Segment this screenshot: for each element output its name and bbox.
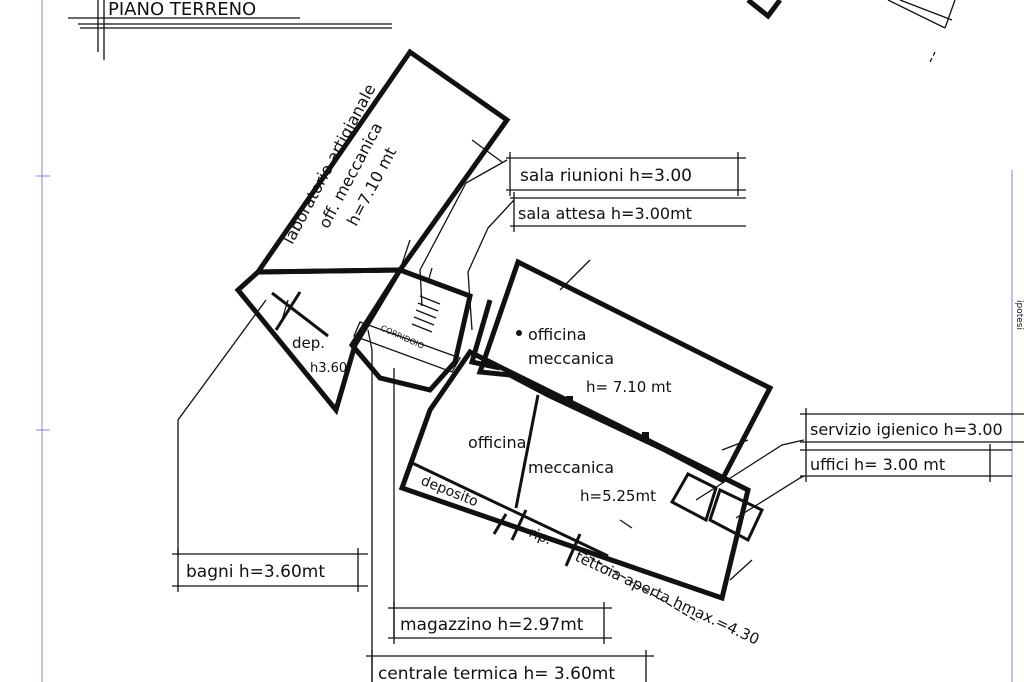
sala-attesa-leader: [467, 199, 515, 331]
sala-riunioni-label: sala riunioni h=3.00: [520, 166, 692, 186]
rip-wall-left: [510, 509, 528, 541]
dim-tick-c: [729, 559, 753, 581]
uffici-leader: [735, 475, 805, 519]
dim-tick-b: [721, 439, 749, 451]
servizio-igienico-box: [669, 472, 718, 523]
officina-lower-outline: [398, 348, 751, 602]
top-right-edge-3: [944, 0, 956, 29]
officina-b-label-line1: officina: [468, 433, 526, 452]
sala-riunioni-callout: sala riunioni h=3.00: [506, 152, 746, 196]
top-right-edge-2: [899, 0, 953, 21]
pillar-2: [642, 432, 649, 439]
corridoio-label: CORRIDOIO: [379, 324, 425, 351]
pillar-3: [516, 330, 522, 336]
servizio-igienico-label: servizio igienico h=3.00: [810, 420, 1003, 439]
tettoia-label: tettoia aperta hmax.=4.30: [572, 547, 762, 648]
officina-b-height: h=5.25mt: [580, 487, 656, 505]
pillar-1: [566, 396, 573, 403]
servizio-igienico-callout: servizio igienico h=3.00: [800, 408, 1024, 448]
uffici-callout: uffici h= 3.00 mt: [800, 444, 1012, 482]
dep-height-label: h3.60: [310, 361, 347, 376]
sala-attesa-label: sala attesa h=3.00mt: [518, 204, 692, 223]
magazzino-label: magazzino h=2.97mt: [400, 615, 584, 635]
laboratorio-label-group: laboratorio artigianale off. meccanica h…: [279, 81, 400, 247]
deposito-wall: [409, 460, 609, 558]
stair-wall: [274, 291, 302, 331]
corridoio-band: [353, 321, 461, 373]
entry-wall: [468, 299, 501, 371]
dep-wall: [271, 291, 329, 338]
officina-a-height: h= 7.10 mt: [586, 378, 672, 396]
uffici-label: uffici h= 3.00 mt: [810, 455, 945, 474]
tettoia-dashed-edge: [581, 551, 699, 623]
uffici-box: [708, 487, 764, 543]
deposito-rip-wall: [492, 513, 508, 535]
officina-a-label-line2: meccanica: [528, 349, 614, 368]
top-building-corner: [746, 0, 782, 20]
staircase: [411, 295, 441, 333]
top-right-edge-1: [887, 0, 946, 29]
servizio-igienico-leader: [695, 439, 805, 501]
centrale-termica-label: centrale termica h= 3.60mt: [378, 664, 615, 682]
lab-dim-tick: [471, 139, 503, 163]
dep-label: dep.: [292, 334, 325, 352]
laboratorio-lower-wing: [234, 267, 405, 416]
officina-a-label-line1: officina: [528, 325, 586, 344]
rip-wall-right: [564, 533, 582, 567]
connector-dim-2: [427, 267, 433, 283]
stair-mark: [281, 299, 289, 321]
page-title: PIANO TERRENO: [108, 0, 256, 20]
rip-label: rip.: [527, 525, 554, 548]
magazzino-callout: magazzino h=2.97mt: [388, 602, 612, 644]
sala-riunioni-leader: [419, 159, 508, 307]
top-right-dashed: [929, 51, 936, 63]
sala-attesa-callout: sala attesa h=3.00mt: [510, 192, 746, 232]
dim-tick-a: [559, 259, 591, 291]
dim-tick-d: [619, 519, 633, 529]
bagni-leader: [177, 299, 267, 555]
connector-dim-1: [399, 239, 411, 271]
margin-note: ipotesi: [1014, 300, 1024, 330]
bagni-label: bagni h=3.60mt: [186, 562, 325, 582]
centrale-termica-callout: centrale termica h= 3.60mt: [366, 650, 654, 682]
bagni-callout: bagni h=3.60mt: [172, 548, 368, 592]
centrale-termica-leader: [367, 329, 373, 682]
officina-divider-wall: [514, 394, 540, 509]
officina-b-label-line2: meccanica: [528, 458, 614, 477]
